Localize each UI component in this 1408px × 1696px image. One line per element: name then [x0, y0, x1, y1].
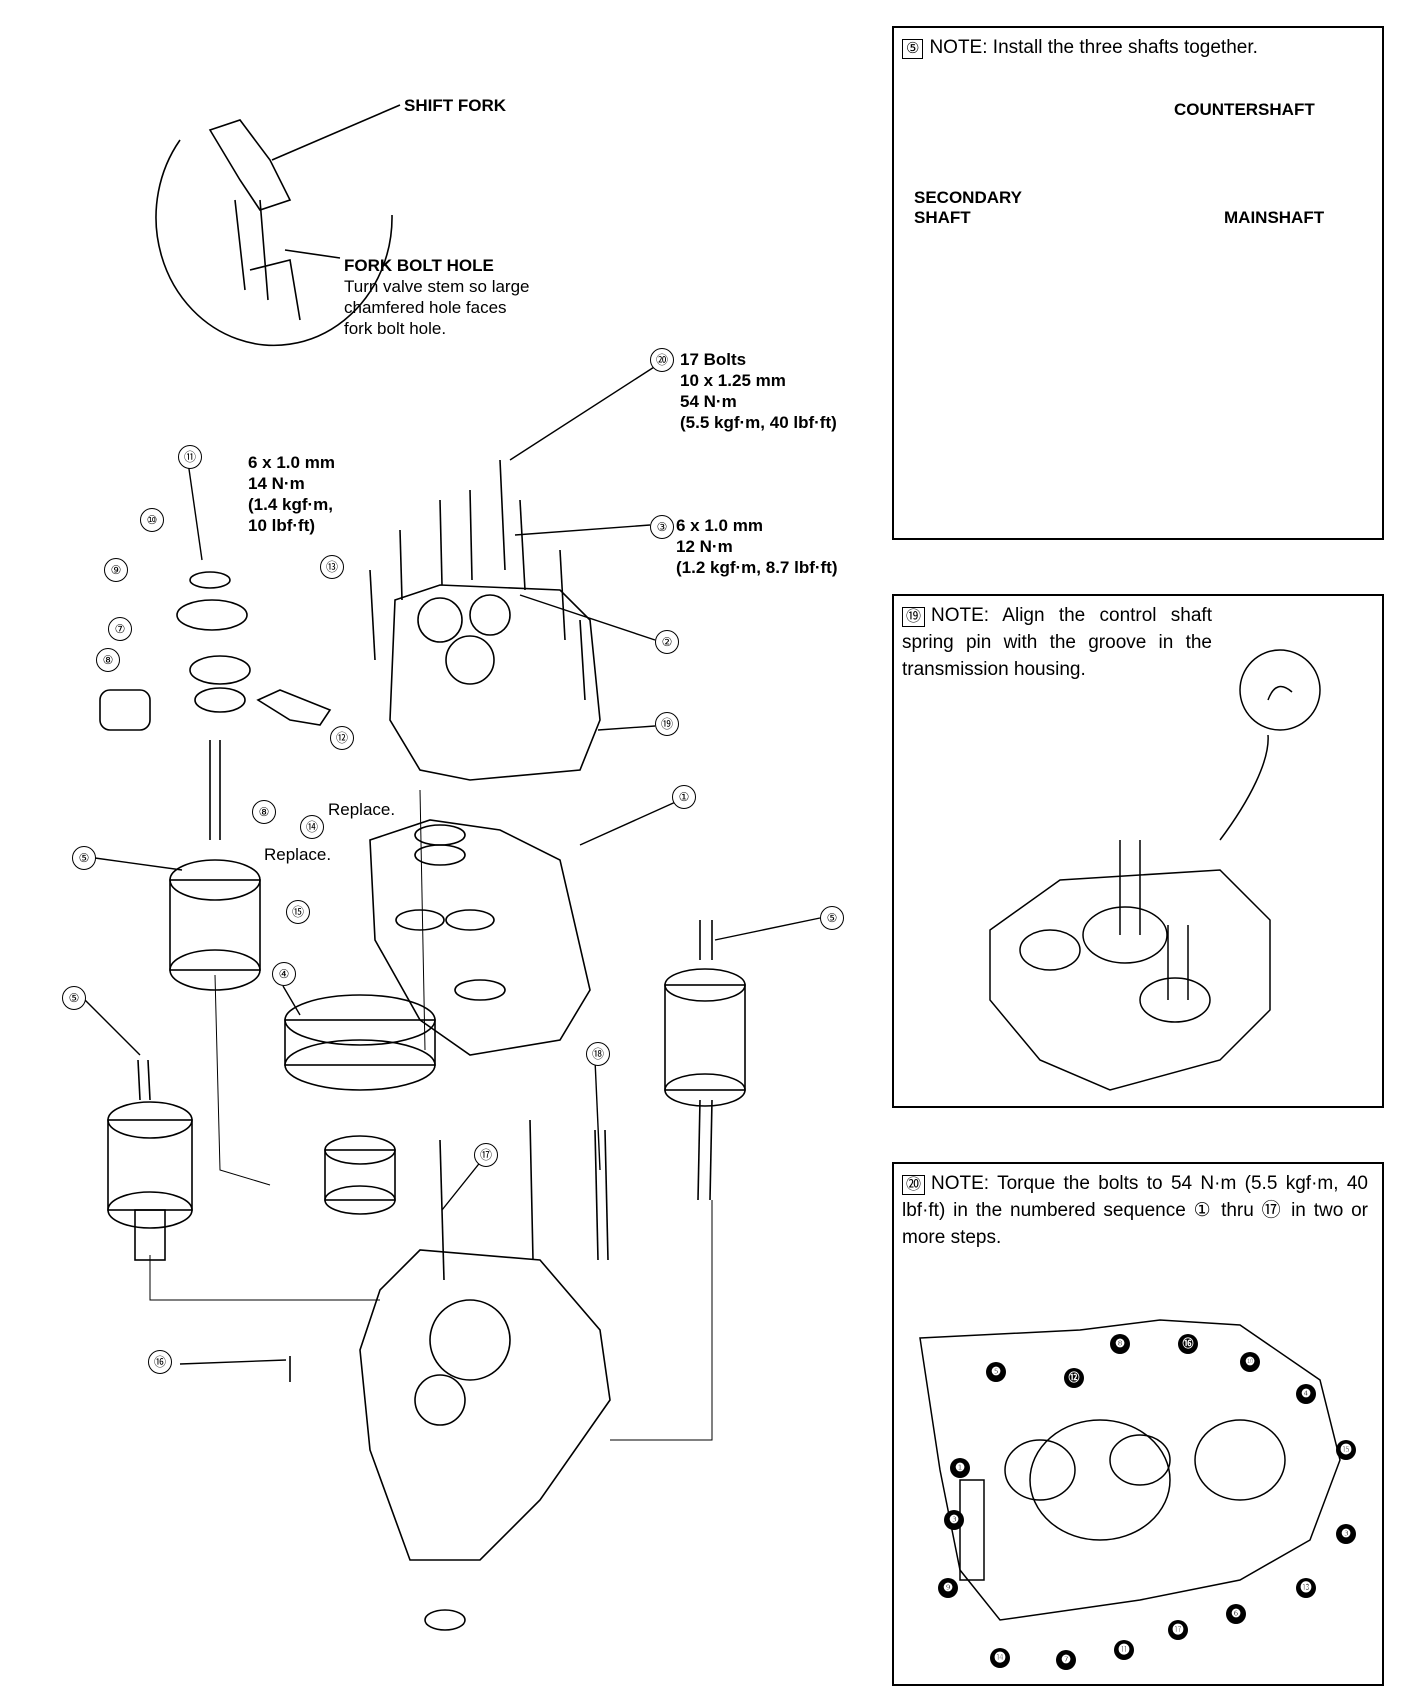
seq-bolt: ⑫ [1064, 1368, 1084, 1388]
fork-bolt-hole-label: FORK BOLT HOLE [344, 256, 494, 275]
shift-fork-label: SHIFT FORK [404, 96, 506, 115]
seq-bolt: ❼ [1056, 1650, 1076, 1670]
seq-bolt: ❽ [1110, 1334, 1130, 1354]
callout-4: ④ [272, 962, 296, 986]
note5-text: NOTE: Install the three shafts together. [929, 37, 1258, 58]
callout-18: ⑱ [586, 1042, 610, 1066]
seq-bolt: ⓫ [1114, 1640, 1134, 1660]
callout-5-right: ⑤ [820, 906, 844, 930]
seq-bolt: ❺ [986, 1362, 1006, 1382]
gasket [369, 819, 591, 1056]
seq-bolt: ❹ [1296, 1384, 1316, 1404]
housing-bolts [369, 459, 586, 701]
spec20-line-2: 10 x 1.25 mm [680, 371, 786, 390]
callout-7: ⑦ [108, 617, 132, 641]
callout-10: ⑩ [140, 508, 164, 532]
seq-bolt: ❸ [1336, 1524, 1356, 1544]
callout-13: ⑬ [320, 555, 344, 579]
bearings [395, 824, 506, 1001]
inset-circle [155, 139, 393, 347]
seq-bolt: ⓱ [1168, 1620, 1188, 1640]
fork-bolt-note-2: chamfered hole faces [344, 298, 507, 317]
seq-bolt: ❸ [944, 1510, 964, 1530]
seq-bolt: ❻ [1226, 1604, 1246, 1624]
replace-label-1: Replace. [328, 800, 396, 819]
note20-text: NOTE: Torque the bolts to 54 N·m (5.5 kg… [902, 1173, 1368, 1248]
transmission-housing-top [389, 584, 601, 781]
seq-bolt: ⓮ [990, 1648, 1010, 1668]
seq-bolt: ⓯ [1336, 1440, 1356, 1460]
seq-bolt: ❾ [938, 1578, 958, 1598]
left-shaft-assembly [99, 571, 332, 991]
callout-20: ⑳ [650, 348, 674, 372]
spec3-line-2: 12 N·m [676, 537, 733, 556]
secondary-shaft-label: SECONDARY SHAFT [914, 188, 1022, 227]
countershaft [664, 920, 746, 1201]
note19-text: NOTE: Align the control shaft spring pin… [902, 605, 1212, 680]
spec20-line-4: (5.5 kgf·m, 40 lbf·ft) [680, 413, 837, 432]
differential [284, 994, 436, 1215]
spec20-line-3: 54 N·m [680, 392, 737, 411]
spec11-line-3: (1.4 kgf·m, [248, 495, 334, 514]
seq-bolt: ⓭ [1296, 1578, 1316, 1598]
housing-spring-pin-illustration [989, 649, 1321, 1091]
bolt-sequence-housing-illustration [919, 1319, 1341, 1621]
callout-17: ⑰ [474, 1143, 498, 1167]
callout-15: ⑮ [286, 900, 310, 924]
mainshaft-label: MAINSHAFT [1224, 208, 1325, 227]
spec11-line-4: 10 lbf·ft) [248, 516, 316, 535]
callout-5-lower: ⑤ [62, 986, 86, 1010]
callout-16: ⑯ [148, 1350, 172, 1374]
replace-label-2: Replace. [264, 845, 332, 864]
callout-11: ⑪ [178, 445, 202, 469]
spec20-line-1: 17 Bolts [680, 350, 747, 369]
callout-3: ③ [650, 515, 674, 539]
callout-9: ⑨ [104, 558, 128, 582]
seq-bolt: ⑯ [1178, 1334, 1198, 1354]
callout-19: ⑲ [655, 712, 679, 736]
note19-badge: ⑲ [902, 607, 926, 627]
spec3-line-1: 6 x 1.0 mm [676, 516, 763, 535]
transmission-case-bottom [359, 1249, 611, 1631]
callout-8: ⑧ [252, 800, 276, 824]
seq-bolt: ❶ [950, 1458, 970, 1478]
callout-5-left: ⑤ [72, 846, 96, 870]
secondary-shaft [107, 1059, 193, 1261]
note5-badge: ⑤ [902, 39, 924, 59]
fork-bolt-note-1: Turn valve stem so large [344, 277, 530, 296]
fork-bolt-note-3: fork bolt hole. [344, 319, 447, 338]
callout-14: ⑭ [300, 815, 324, 839]
spec3-line-3: (1.2 kgf·m, 8.7 lbf·ft) [676, 558, 838, 577]
callout-12: ⑫ [330, 726, 354, 750]
spec11-line-1: 6 x 1.0 mm [248, 453, 335, 472]
callout-8-left: ⑧ [96, 648, 120, 672]
callout-2: ② [655, 630, 679, 654]
countershaft-label: COUNTERSHAFT [1174, 100, 1315, 119]
seq-bolt: ❿ [1240, 1352, 1260, 1372]
spec11-line-2: 14 N·m [248, 474, 305, 493]
note20-badge: ⑳ [902, 1175, 926, 1195]
callout-1: ① [672, 785, 696, 809]
